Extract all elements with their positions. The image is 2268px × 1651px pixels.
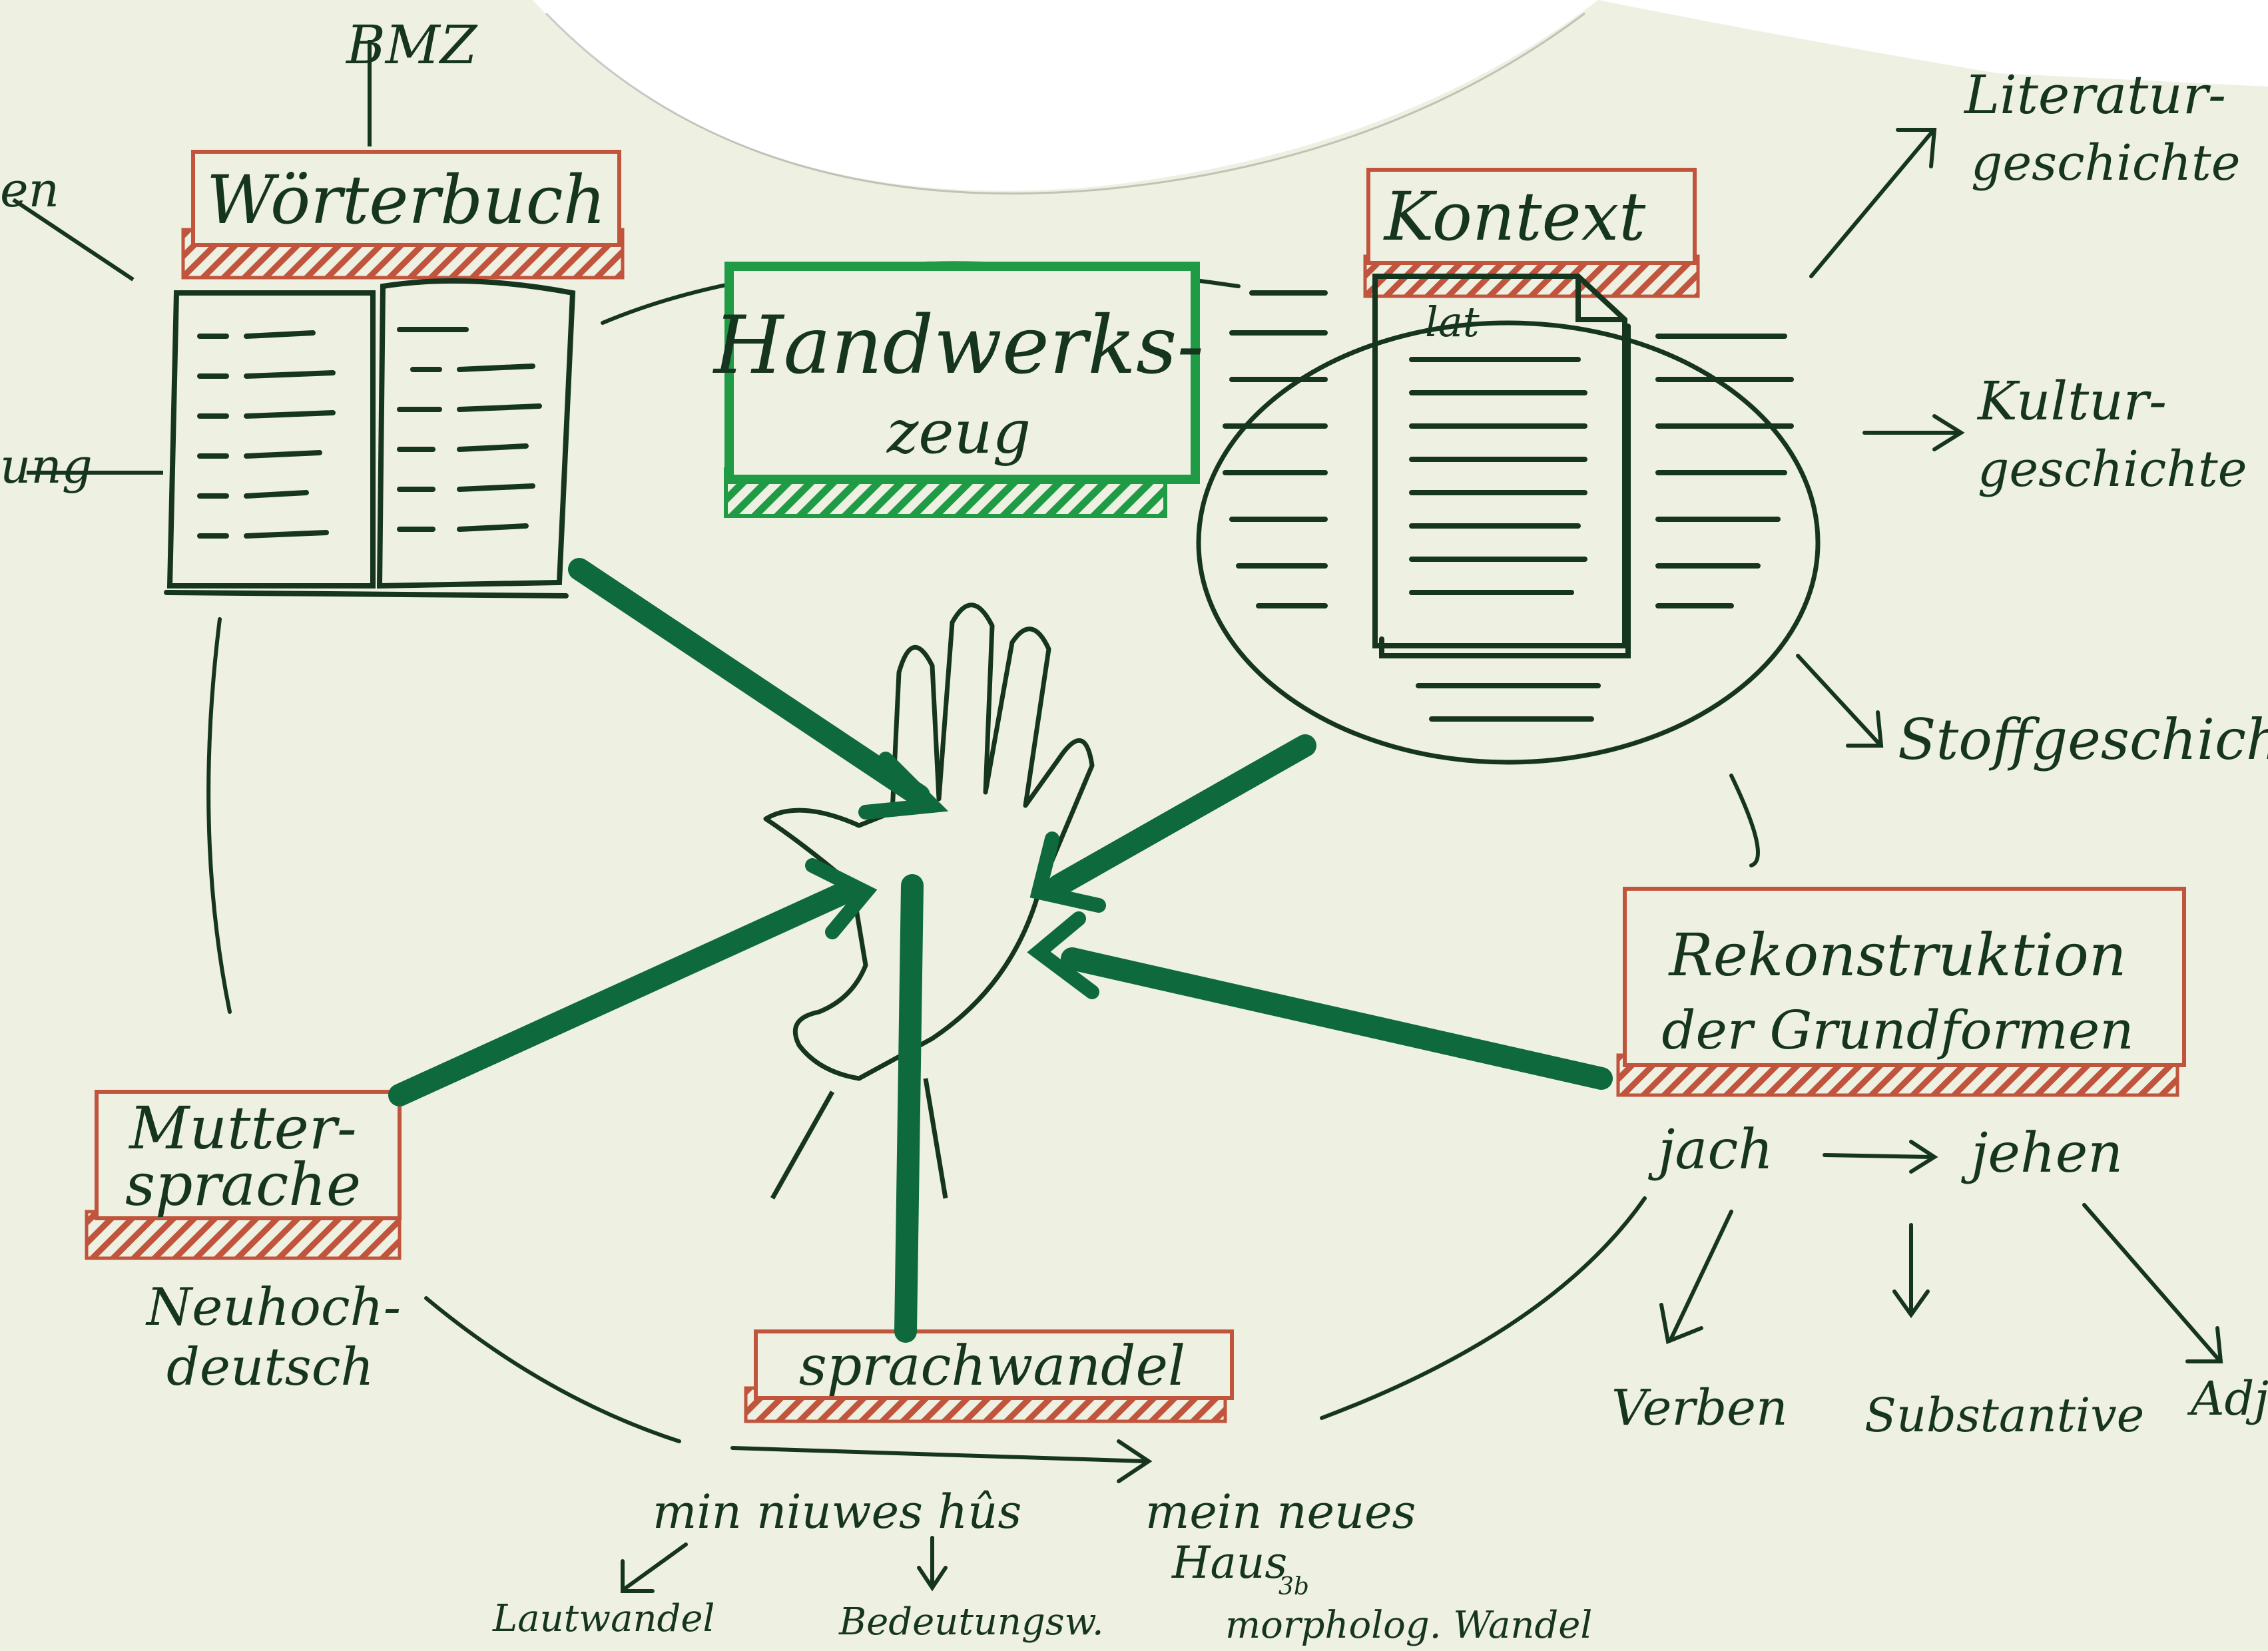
book-icon [164, 278, 576, 598]
document-icon [1223, 274, 1794, 722]
jach-label: jach [1648, 1118, 1773, 1182]
literaturgeschichte-label-line1: Literatur- [1963, 64, 2226, 126]
jehen-label: jehen [1961, 1122, 2123, 1185]
verben-label: Verben [1611, 1379, 1788, 1437]
green-arrows [388, 558, 1613, 1343]
sub-morph-label: morpholog. Wandel [1225, 1604, 1592, 1647]
sprachwandel-label: sprachwandel [799, 1335, 1186, 1398]
example-old-label: min niuwes hûs [653, 1485, 1021, 1539]
kulturgeschichte-label-line2: geschichte [1978, 441, 2247, 498]
rekonstruktion-node[interactable]: Rekonstruktion der Grundformen [1616, 887, 2186, 1097]
example-new-label-line1: mein neues [1145, 1485, 1416, 1539]
kontext-label: Kontext [1383, 178, 1646, 256]
neuhoch-label-line1: Neuhoch- [145, 1278, 401, 1337]
stoffgeschichte-label: Stoffgeschichte [1898, 707, 2268, 772]
hand-icon [763, 602, 1095, 1200]
woerterbuch-node[interactable]: Wörterbuch [12, 40, 625, 598]
sub-morph-superscript: 3b [1278, 1573, 1309, 1600]
woerterbuch-label: Wörterbuch [206, 161, 606, 239]
substantive-label: Substantive [1864, 1388, 2144, 1443]
handwritten-labels: BMZ en ung Neuhoch- deutsch min niuwes h… [0, 14, 2268, 1647]
kulturgeschichte-label-line1: Kultur- [1976, 370, 2167, 432]
handwerkszeug-label-line2: zeug [886, 397, 1031, 467]
muttersprache-node[interactable]: Mutter- sprache [85, 1090, 402, 1260]
bmz-label: BMZ [345, 14, 478, 76]
muttersprache-label-line1: Mutter- [128, 1094, 356, 1162]
rekonstruktion-label-line1: Rekonstruktion [1667, 921, 2126, 989]
rekonstruktion-label-line2: der Grundformen [1661, 999, 2133, 1061]
document-label: lat [1425, 298, 1480, 346]
kontext-node[interactable]: Kontext lat [1223, 168, 1794, 722]
neuhoch-label-line2: deutsch [166, 1337, 374, 1397]
arrow-heads [805, 752, 1106, 999]
handwerkszeug-node[interactable]: Handwerks- zeug [712, 262, 1204, 518]
sprachwandel-node[interactable]: sprachwandel [744, 1329, 1234, 1423]
handwerkszeug-label-line1: Handwerks- [712, 300, 1204, 392]
muttersprache-label-line2: sprache [125, 1150, 361, 1219]
adj-partial-label: Adj [2187, 1371, 2268, 1426]
paper-cutout [533, 0, 2268, 191]
sub-lautwandel-label: Lautwandel [492, 1597, 714, 1640]
sub-bedeutung-label: Bedeutungsw. [838, 1600, 1104, 1644]
kontext-circle [1196, 320, 1821, 765]
left-top-partial-label: en [0, 162, 59, 218]
left-mid-partial-label: ung [0, 438, 93, 494]
literaturgeschichte-label-line2: geschichte [1971, 134, 2241, 192]
thin-arrows [621, 128, 2223, 1593]
example-new-label-line2: Haus [1171, 1537, 1287, 1588]
